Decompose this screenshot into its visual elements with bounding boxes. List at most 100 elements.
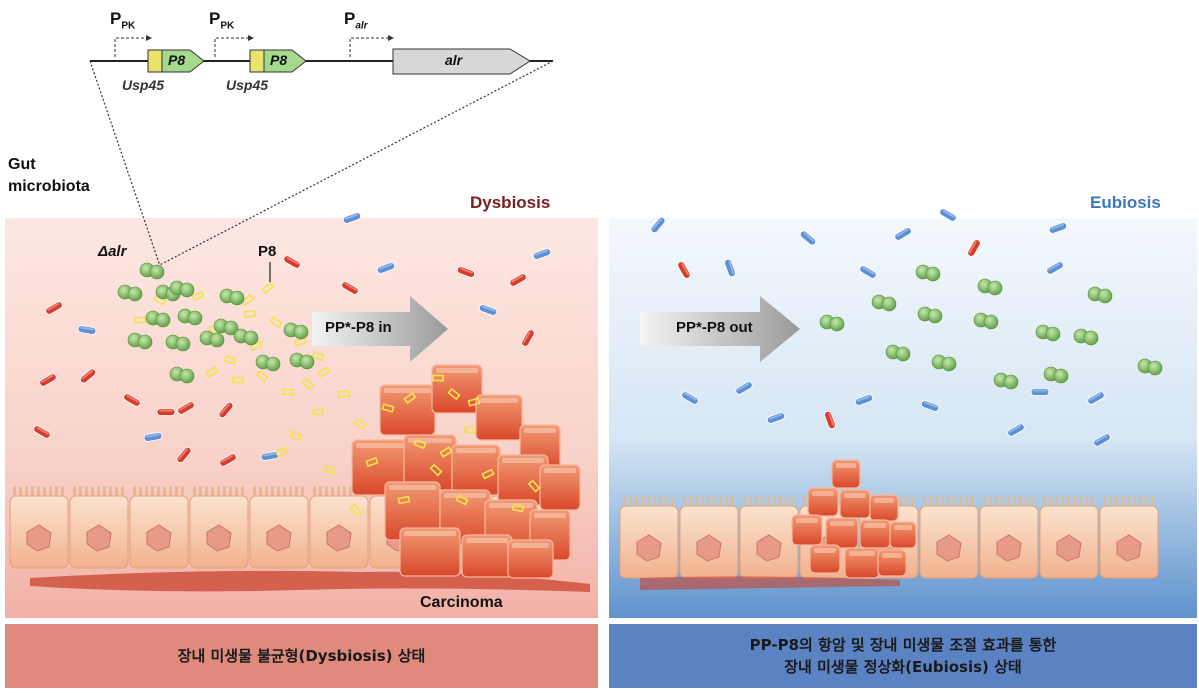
p8-peptide <box>133 316 147 324</box>
blue-bacterium <box>859 265 877 279</box>
green-bacterium <box>219 288 245 306</box>
red-bacterium <box>156 408 176 416</box>
usp45-label-2: Usp45 <box>226 77 269 93</box>
promoter-label-2: PPK <box>209 9 235 32</box>
green-bacterium <box>1087 286 1113 304</box>
epithelial-cell <box>1099 496 1159 579</box>
epithelial-cell <box>619 496 679 579</box>
tumor-cell <box>461 534 513 578</box>
epithelial-cell <box>189 486 249 569</box>
p8-peptide <box>511 503 525 513</box>
zoom-line-left <box>89 60 161 267</box>
tumor-cell <box>507 539 554 579</box>
tumor-cell <box>451 444 501 496</box>
p8-peptide <box>323 465 337 475</box>
blue-bacterium <box>650 216 666 234</box>
pp-p8-out-label: PP*-P8 out <box>676 319 753 336</box>
green-bacterium <box>139 262 165 280</box>
tumor-cell <box>844 547 880 579</box>
red-bacterium <box>79 368 97 384</box>
epithelial-cell <box>129 486 189 569</box>
usp45-signal-2 <box>249 49 265 73</box>
p8-peptide <box>481 468 495 480</box>
usp45-label-1: Usp45 <box>122 77 165 93</box>
epithelial-cell <box>679 496 739 579</box>
p8-gene-label-2: P8 <box>270 52 288 68</box>
green-bacterium <box>1073 328 1099 346</box>
tumor-cell <box>839 489 871 519</box>
blue-bacterium <box>478 304 498 316</box>
red-bacterium <box>39 373 57 387</box>
green-bacterium <box>993 372 1019 390</box>
red-bacterium <box>219 453 237 467</box>
p8-peptide <box>241 293 255 307</box>
p8-peptide <box>275 446 289 458</box>
blue-bacterium <box>1048 222 1068 234</box>
red-bacterium <box>123 393 141 407</box>
epithelial-cell <box>1039 496 1099 579</box>
dysbiosis-title: Dysbiosis <box>470 193 551 212</box>
green-bacterium <box>977 278 1003 296</box>
epithelial-cell <box>9 486 69 569</box>
p8-peptide <box>353 418 367 430</box>
p8-peptide <box>463 426 477 434</box>
p8-gene-label-1: P8 <box>168 52 186 68</box>
right-caption: PP-P8의 항암 및 장내 미생물 조절 효과를 통한 장내 미생물 정상화(… <box>749 636 1057 676</box>
usp45-signal-1 <box>147 49 163 73</box>
blue-bacterium <box>143 432 163 442</box>
green-bacterium <box>1137 358 1163 376</box>
p8-peptide <box>281 388 295 396</box>
tumor-cell <box>825 517 859 549</box>
green-bacterium <box>177 308 203 326</box>
carcinoma-label: Carcinoma <box>420 594 503 611</box>
blue-bacterium <box>766 412 786 424</box>
pp-p8-in-label: PP*-P8 in <box>325 319 392 336</box>
blue-bacterium <box>920 400 940 412</box>
green-bacterium <box>127 332 153 350</box>
green-bacterium <box>917 306 943 324</box>
green-bacterium <box>973 312 999 330</box>
tumor-cell <box>539 464 581 511</box>
red-bacterium <box>521 329 535 347</box>
green-bacterium <box>931 354 957 372</box>
p8-gene-2 <box>263 49 307 73</box>
red-bacterium <box>33 425 51 439</box>
epithelial-cell <box>309 486 369 569</box>
red-bacterium <box>45 301 63 315</box>
p8-peptide <box>467 397 481 407</box>
promoter-arrow-2 <box>214 37 252 57</box>
green-bacterium <box>169 280 195 298</box>
p8-peptides <box>133 281 541 517</box>
right-submucosa <box>640 576 900 590</box>
p8-peptide <box>301 377 315 391</box>
p8-peptide <box>317 366 331 378</box>
right-bacteria <box>648 208 1111 447</box>
p8-peptide <box>527 479 541 493</box>
tumor-cell <box>807 487 839 517</box>
left-bacteria <box>33 212 552 467</box>
tumor-cell <box>877 549 907 577</box>
green-bacterium <box>233 328 259 346</box>
green-bacterium <box>1035 324 1061 342</box>
tumor-cell <box>431 364 483 414</box>
alr-gene <box>392 48 531 75</box>
pp-p8-in-arrow <box>312 296 448 362</box>
p8-peptide <box>413 438 427 450</box>
right-caption-box <box>609 624 1197 688</box>
blue-bacterium <box>1030 388 1050 396</box>
red-bacterium <box>967 239 981 257</box>
green-bacterium <box>199 330 225 348</box>
tumor-cell <box>869 494 899 522</box>
green-bacterium <box>871 294 897 312</box>
red-bacterium <box>341 281 359 295</box>
blue-bacterium <box>1087 391 1105 405</box>
pp-p8-out-arrow <box>640 296 800 362</box>
green-bacterium <box>117 284 143 302</box>
tumor-cell <box>351 439 409 496</box>
tumor-cell <box>475 394 523 441</box>
green-bacterium <box>213 318 239 336</box>
p8-peptide <box>205 365 219 379</box>
p8-peptide <box>261 281 275 295</box>
blue-bacterium <box>799 230 817 246</box>
